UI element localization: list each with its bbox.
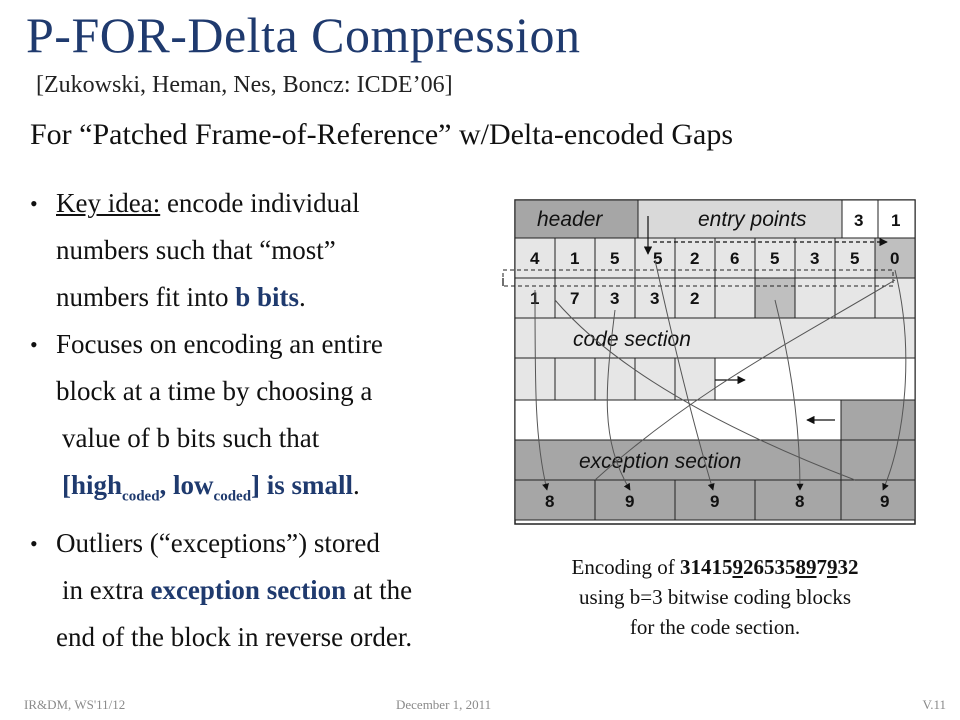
code-value: 7 bbox=[570, 289, 579, 308]
bullet-line: value of b bits such that bbox=[62, 423, 320, 453]
code-value: 5 bbox=[770, 249, 779, 268]
entry-points-label: entry points bbox=[698, 208, 807, 231]
high-low-range: [highcoded, lowcoded] is small. bbox=[30, 462, 500, 520]
caption-line-3: for the code section. bbox=[629, 615, 801, 639]
free-space-row bbox=[514, 399, 842, 441]
code-value: 5 bbox=[653, 249, 662, 268]
exception-section-emphasis: exception section bbox=[150, 575, 347, 606]
exception-section-label: exception section bbox=[579, 450, 741, 473]
exception-value: 9 bbox=[880, 492, 889, 511]
high-text: [high bbox=[62, 470, 123, 500]
code-value: 2 bbox=[690, 289, 699, 308]
number-exception-digit: 9 bbox=[805, 555, 817, 579]
number-part: 31415 bbox=[679, 555, 733, 579]
footer-date: December 1, 2011 bbox=[396, 697, 492, 712]
exception-start-cell bbox=[840, 399, 916, 441]
bullet-line: Focuses on encoding an entire bbox=[56, 329, 383, 359]
diagram-caption: Encoding of 31415926535897932 using b=3 … bbox=[500, 552, 930, 642]
code-row-4 bbox=[514, 357, 916, 401]
caption-line-2: using b=3 bitwise coding blocks bbox=[579, 585, 851, 609]
caption-text: Encoding of bbox=[571, 555, 680, 579]
code-value: 3 bbox=[650, 289, 659, 308]
citation: [Zukowski, Heman, Nes, Boncz: ICDE’06] bbox=[36, 72, 453, 98]
exceptions-row: 8 9 9 8 9 bbox=[514, 479, 916, 521]
entry-points-cell bbox=[637, 199, 843, 239]
entry-point-arrows bbox=[502, 216, 888, 425]
high-subscript: coded bbox=[122, 488, 160, 505]
header-value: 3 bbox=[854, 211, 863, 230]
bullet-line: Outliers (“exceptions”) stored bbox=[56, 528, 380, 559]
exception-value: 8 bbox=[545, 492, 554, 511]
code-value: 0 bbox=[890, 249, 899, 268]
code-row-2: 1 7 3 3 2 bbox=[514, 277, 916, 319]
slide-title: P-FOR-Delta Compression bbox=[26, 7, 581, 63]
bullet-line: block at a time by choosing a bbox=[56, 376, 373, 406]
bullet-dot-icon: • bbox=[30, 191, 38, 216]
exception-cell bbox=[840, 439, 916, 481]
bullet-text: . bbox=[299, 282, 306, 312]
bullet-list: • Key idea: encode individual numbers su… bbox=[30, 180, 500, 661]
exception-pointer-curves bbox=[534, 259, 907, 491]
code-row-1: 4 1 5 5 2 6 5 3 5 0 bbox=[514, 237, 916, 279]
number-exception-digit: 9 bbox=[826, 555, 838, 579]
bullet-line: end of the block in reverse order. bbox=[56, 622, 413, 653]
exception-value: 9 bbox=[710, 492, 719, 511]
pfor-block-diagram: header entry points 3 1 4 1 5 5 2 6 5 3 … bbox=[502, 199, 916, 525]
bullet-dot-icon: • bbox=[30, 531, 38, 557]
header-value: 1 bbox=[891, 211, 900, 230]
exception-value: 9 bbox=[625, 492, 634, 511]
bullet-text: in extra bbox=[62, 575, 151, 606]
b-bits-emphasis: b bits bbox=[235, 282, 300, 312]
low-text: , low bbox=[159, 470, 214, 500]
bullet-text: encode individual bbox=[160, 188, 360, 218]
code-value: 3 bbox=[610, 289, 619, 308]
encoded-number: 31415926535897932 bbox=[680, 555, 859, 579]
small-text: ] is small bbox=[251, 470, 354, 500]
slide-subtitle: For “Patched Frame-of-Reference” w/Delta… bbox=[30, 118, 734, 151]
code-value: 1 bbox=[570, 249, 579, 268]
bullet-line: in extra exception section at the bbox=[30, 567, 500, 614]
low-subscript: coded bbox=[213, 488, 252, 505]
number-part: 7 bbox=[816, 555, 827, 579]
number-part: 26535 bbox=[742, 555, 796, 579]
footer-course: IR&DM, WS'11/12 bbox=[24, 697, 126, 712]
bullet-key-idea: • Key idea: encode individual numbers su… bbox=[30, 180, 500, 321]
code-value: 3 bbox=[810, 249, 819, 268]
bullet-block-encoding: • Focuses on encoding an entire block at… bbox=[30, 321, 500, 520]
footer-version: V.11 bbox=[922, 697, 946, 712]
number-exception-digit: 8 bbox=[795, 555, 806, 579]
caption-line-1: Encoding of 31415926535897932 bbox=[500, 552, 930, 582]
code-value: 5 bbox=[610, 249, 619, 268]
code-value: 4 bbox=[530, 249, 540, 268]
bullet-text: . bbox=[353, 470, 360, 500]
code-value: 2 bbox=[690, 249, 699, 268]
bullet-text: at the bbox=[346, 575, 413, 606]
bullet-line: numbers such that “most” bbox=[56, 235, 336, 265]
header-label: header bbox=[537, 208, 603, 231]
bullet-line: numbers fit into b bits. bbox=[56, 274, 500, 321]
header-cell bbox=[514, 199, 639, 239]
number-part: 32 bbox=[837, 555, 859, 579]
number-exception-digit: 9 bbox=[732, 555, 743, 579]
bullet-dot-icon: • bbox=[30, 332, 38, 357]
code-value: 6 bbox=[730, 249, 739, 268]
bullet-text: numbers fit into bbox=[56, 282, 236, 312]
code-value: 5 bbox=[850, 249, 859, 268]
key-idea-label: Key idea: bbox=[56, 188, 161, 218]
code-section-row bbox=[514, 317, 916, 359]
exception-value: 8 bbox=[795, 492, 804, 511]
bullet-outliers: • Outliers (“exceptions”) stored in extr… bbox=[30, 520, 500, 661]
bullet-line: Key idea: encode individual bbox=[56, 180, 500, 227]
